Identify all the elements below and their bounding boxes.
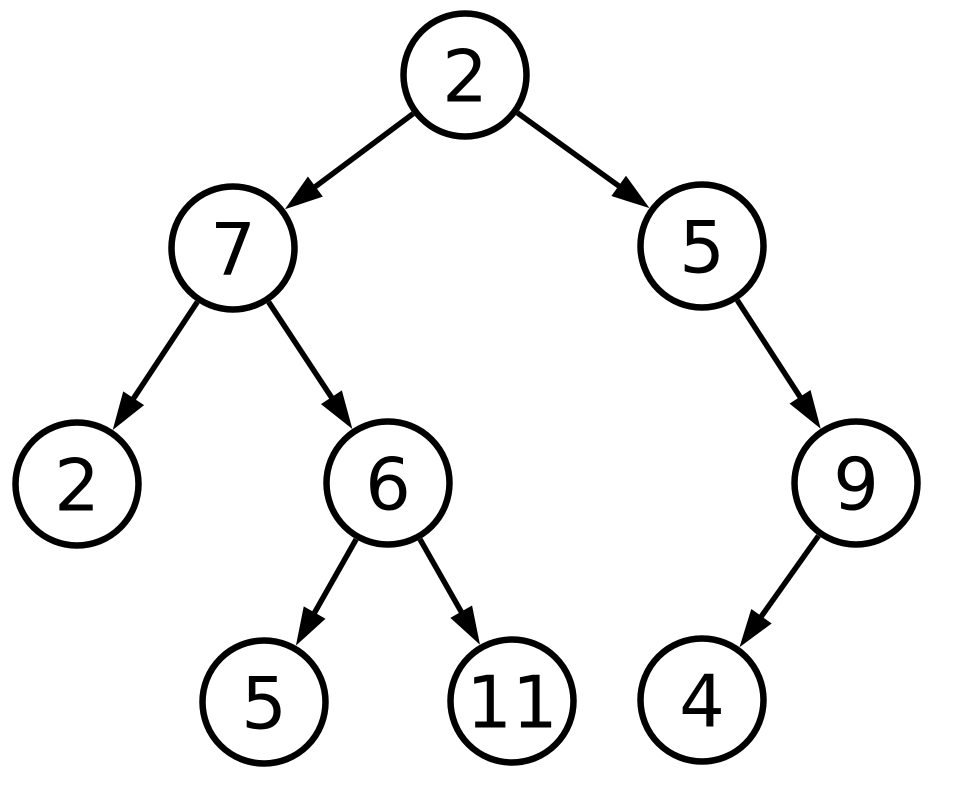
tree-edge-LR-LRL — [295, 537, 359, 646]
arrowhead-icon — [611, 175, 650, 209]
edge-line — [417, 537, 465, 615]
tree-node-LR: 6 — [323, 418, 453, 548]
arrowhead-icon — [284, 176, 323, 210]
tree-edge-R-RR — [734, 298, 821, 429]
arrowhead-icon — [320, 390, 353, 429]
arrowhead-icon — [112, 391, 145, 430]
edge-line — [758, 534, 821, 620]
edge-line — [515, 110, 622, 190]
node-circle — [447, 636, 577, 766]
node-label: 2 — [54, 443, 100, 527]
tree-edge-L-LL — [112, 300, 200, 430]
edge-line — [734, 298, 804, 401]
tree-node-RRL: 4 — [637, 635, 767, 765]
tree-edge-RR-RRL — [739, 534, 821, 648]
node-circle — [12, 419, 142, 549]
edge-line — [311, 537, 359, 616]
node-circle — [637, 181, 767, 311]
node-label: 11 — [466, 660, 558, 744]
edge-line — [130, 300, 200, 402]
arrowhead-icon — [789, 390, 821, 429]
tree-edge-L-LR — [266, 300, 353, 429]
node-circle — [168, 183, 298, 313]
arrowhead-icon — [739, 608, 772, 648]
node-circle — [199, 637, 329, 767]
arrowhead-icon — [450, 605, 480, 645]
tree-node-LL: 2 — [12, 419, 142, 549]
node-circle — [400, 10, 530, 140]
tree-edge-root-L — [284, 111, 415, 210]
edge-line — [312, 111, 415, 190]
node-circle — [791, 418, 921, 548]
node-label: 6 — [365, 442, 411, 526]
node-circle — [637, 635, 767, 765]
tree-node-LRL: 5 — [199, 637, 329, 767]
tree-node-R: 5 — [637, 181, 767, 311]
node-label: 7 — [210, 207, 256, 291]
node-label: 5 — [679, 205, 725, 289]
node-label: 2 — [442, 34, 488, 118]
arrowhead-icon — [295, 606, 326, 646]
node-circle — [323, 418, 453, 548]
tree-node-LRR: 11 — [447, 636, 577, 766]
node-label: 4 — [679, 659, 725, 743]
edge-line — [266, 300, 335, 401]
tree-node-root: 2 — [400, 10, 530, 140]
tree-node-L: 7 — [168, 183, 298, 313]
tree-edge-root-R — [515, 110, 650, 209]
node-label: 5 — [241, 661, 287, 745]
node-label: 9 — [833, 442, 879, 526]
tree-node-RR: 9 — [791, 418, 921, 548]
tree-edge-LR-LRR — [417, 537, 480, 645]
